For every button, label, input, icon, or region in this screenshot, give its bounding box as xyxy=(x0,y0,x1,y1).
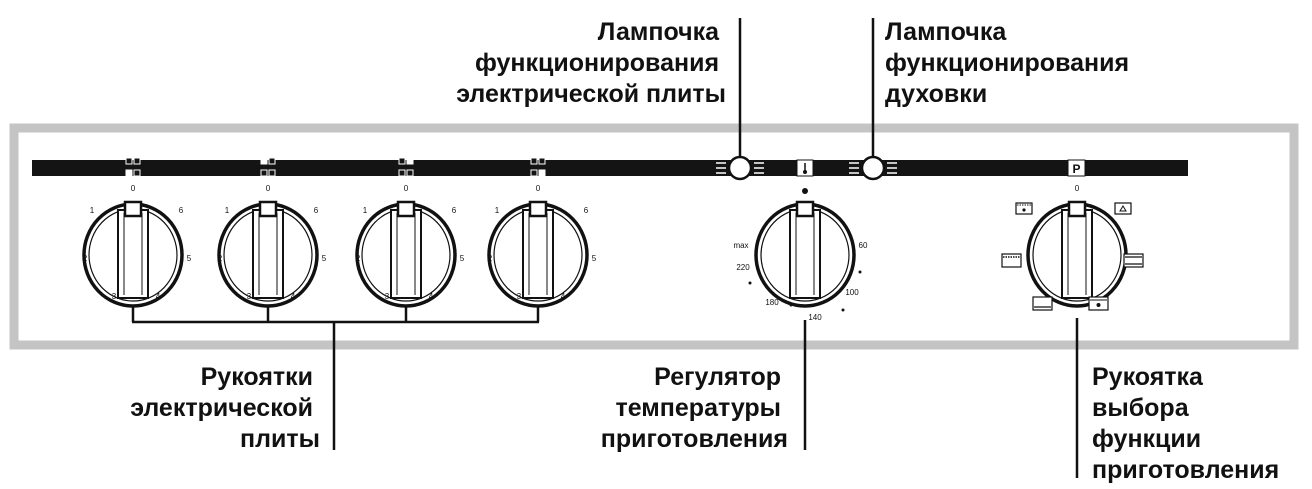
hob-knob-1-scale-5: 5 xyxy=(187,254,192,263)
hob-knobs-label-line-3: плиты xyxy=(240,425,320,453)
hob-knob-2[interactable] xyxy=(217,200,319,308)
temperature-scale-220: 220 xyxy=(736,263,750,272)
hob-knob-3-scale-0: 0 xyxy=(404,184,409,193)
temperature-scale-dot xyxy=(789,303,793,307)
top-bottom-heat-icon xyxy=(1123,253,1144,268)
hob-knob-3-scale-2: 2 xyxy=(356,254,361,263)
temperature-scale-dot xyxy=(858,270,862,274)
function-selector-knob[interactable] xyxy=(1026,200,1128,308)
bottom-heat-icon xyxy=(1032,296,1053,311)
top-heat-fan-icon xyxy=(1015,202,1033,215)
control-strip xyxy=(32,160,1188,176)
panel-frame xyxy=(9,123,1299,350)
oven-lamp-label-line-3: духовки xyxy=(885,80,987,108)
hob-knob-2-scale-3: 3 xyxy=(247,292,252,301)
temperature-knob[interactable] xyxy=(754,200,856,308)
function-selector-label-line-1: Рукоятка xyxy=(1092,363,1204,391)
hob-knob-4-scale-4: 4 xyxy=(561,292,566,301)
hob-knob-1[interactable] xyxy=(82,200,184,308)
hob-knob-2-scale-2: 2 xyxy=(218,254,223,263)
hob-knob-3-scale-1: 1 xyxy=(363,206,368,215)
temp-regulator-label-line-3: приготовления xyxy=(601,425,788,453)
temp-regulator-label-line-2: температуры xyxy=(615,394,781,422)
temperature-scale-180: 180 xyxy=(765,298,779,307)
hob-lamp-icon xyxy=(716,155,764,181)
hob-knobs-bracket xyxy=(131,306,540,450)
hob-knob-2-scale-6: 6 xyxy=(314,206,319,215)
hob-knobs-label-line-2: электрической xyxy=(130,394,313,422)
hob-knobs-label: Рукоятки электрической плиты xyxy=(130,363,320,453)
hob-knob-4-scale-1: 1 xyxy=(495,206,500,215)
program-badge: P xyxy=(1067,159,1086,177)
hob-zone-indicator-3 xyxy=(398,157,414,177)
temperature-scale-dot xyxy=(748,281,752,285)
hob-zone-indicator-4 xyxy=(530,157,546,177)
function-selector-label-line-2: выбора xyxy=(1092,394,1190,422)
function-selector-scale-0: 0 xyxy=(1075,184,1080,193)
hob-knob-4-scale-3: 3 xyxy=(517,292,522,301)
hob-knob-1-scale-3: 3 xyxy=(112,292,117,301)
temp-regulator-label: Регулятор температуры приготовления xyxy=(601,363,788,453)
hob-knob-1-scale-0: 0 xyxy=(131,184,136,193)
function-selector-label: Рукоятка выбора функции приготовления xyxy=(1092,363,1279,484)
oven-function-icons xyxy=(1001,202,1144,311)
hob-knob-1-scale-2: 2 xyxy=(83,254,88,263)
hob-knob-2-scale-4: 4 xyxy=(291,292,296,301)
temperature-scale-140: 140 xyxy=(808,313,822,322)
grill-icon xyxy=(1001,253,1022,268)
hob-knob-1-scale-6: 6 xyxy=(179,206,184,215)
temperature-scale-dot xyxy=(841,308,845,312)
hob-knobs-label-line-1: Рукоятки xyxy=(201,363,313,391)
temperature-scale-100: 100 xyxy=(845,288,859,297)
hob-knob-1-scale-1: 1 xyxy=(90,206,95,215)
hob-zone-indicators xyxy=(125,157,546,177)
hob-knob-4-scale-0: 0 xyxy=(536,184,541,193)
hob-knob-4-scale-2: 2 xyxy=(488,254,493,263)
temp-regulator-label-line-1: Регулятор xyxy=(654,363,781,391)
hob-lamp-label-line-3: электрической плиты xyxy=(456,80,726,108)
hob-lamp-label-line-1: Лампочка xyxy=(598,18,720,46)
hob-knob-4-scale-6: 6 xyxy=(584,206,589,215)
temperature-off-dot xyxy=(802,188,808,194)
oven-lamp-icon xyxy=(849,155,897,181)
oven-lamp-label-line-2: функционирования xyxy=(885,49,1129,77)
oven-lamp-label: Лампочка функционирования духовки xyxy=(885,18,1136,108)
hob-lamp-label-line-2: функционирования xyxy=(475,49,719,77)
thermometer-icon xyxy=(796,159,814,177)
temperature-scale-60: 60 xyxy=(859,241,868,250)
hob-zone-indicator-2 xyxy=(260,157,276,177)
hob-knob-3-scale-6: 6 xyxy=(452,206,457,215)
hob-knob-4[interactable] xyxy=(487,200,589,308)
hob-knob-1-scale-4: 4 xyxy=(156,292,161,301)
hob-knob-3[interactable] xyxy=(355,200,457,308)
hob-knob-2-scale-1: 1 xyxy=(225,206,230,215)
oven-lamp-label-line-1: Лампочка xyxy=(885,18,1007,46)
function-selector-label-line-4: приготовления xyxy=(1092,456,1279,484)
light-icon xyxy=(1114,202,1132,215)
hob-knob-3-scale-4: 4 xyxy=(429,292,434,301)
hob-knob-3-scale-5: 5 xyxy=(460,254,465,263)
function-selector-label-line-3: функции xyxy=(1092,425,1201,453)
hob-knob-3-scale-3: 3 xyxy=(385,292,390,301)
temperature-scale-max: max xyxy=(733,241,748,250)
hob-knob-4-scale-5: 5 xyxy=(592,254,597,263)
hob-knob-2-scale-5: 5 xyxy=(322,254,327,263)
program-badge-label: P xyxy=(1072,162,1080,176)
hob-lamp-label: Лампочка функционирования электрической … xyxy=(456,18,726,108)
hob-zone-indicator-1 xyxy=(125,157,141,177)
hob-knob-2-scale-0: 0 xyxy=(266,184,271,193)
fan-icon xyxy=(1088,296,1109,311)
